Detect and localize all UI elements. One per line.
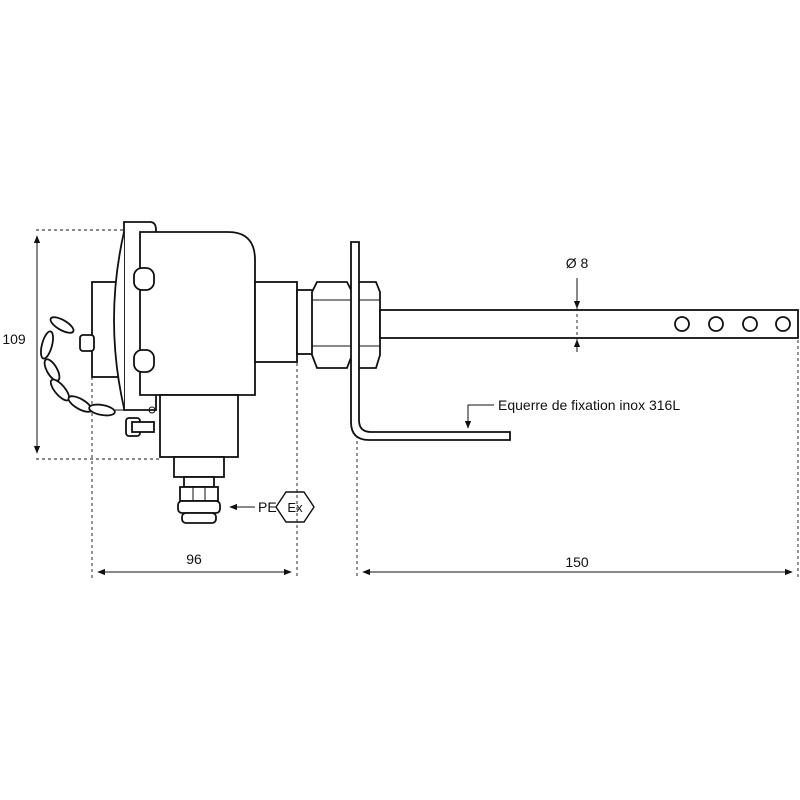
cover-chain [40, 316, 128, 417]
cable-gland [173, 456, 225, 524]
pe-ex-marking: PE Ex [229, 491, 315, 523]
neck-and-nuts [254, 275, 381, 369]
bracket-label: Equerre de fixation inox 316L [498, 397, 680, 413]
dimension-diameter: Ø 8 [566, 255, 589, 352]
ex-label: Ex [287, 500, 303, 515]
dimension-height: 109 [2, 229, 160, 460]
dimension-probe-length: 150 [356, 340, 799, 578]
dimension-diameter-label: Ø 8 [566, 255, 589, 271]
dimension-height-label: 109 [2, 331, 26, 347]
mounting-bracket [350, 241, 511, 441]
dimension-probe-length-label: 150 [565, 554, 589, 570]
dimension-head-width-label: 96 [186, 551, 202, 567]
connection-head [79, 221, 256, 458]
bracket-callout: Equerre de fixation inox 316L [464, 397, 680, 429]
pe-label: PE [258, 499, 277, 515]
probe-sheath [379, 309, 799, 339]
ex-hexagon-icon [275, 491, 315, 523]
